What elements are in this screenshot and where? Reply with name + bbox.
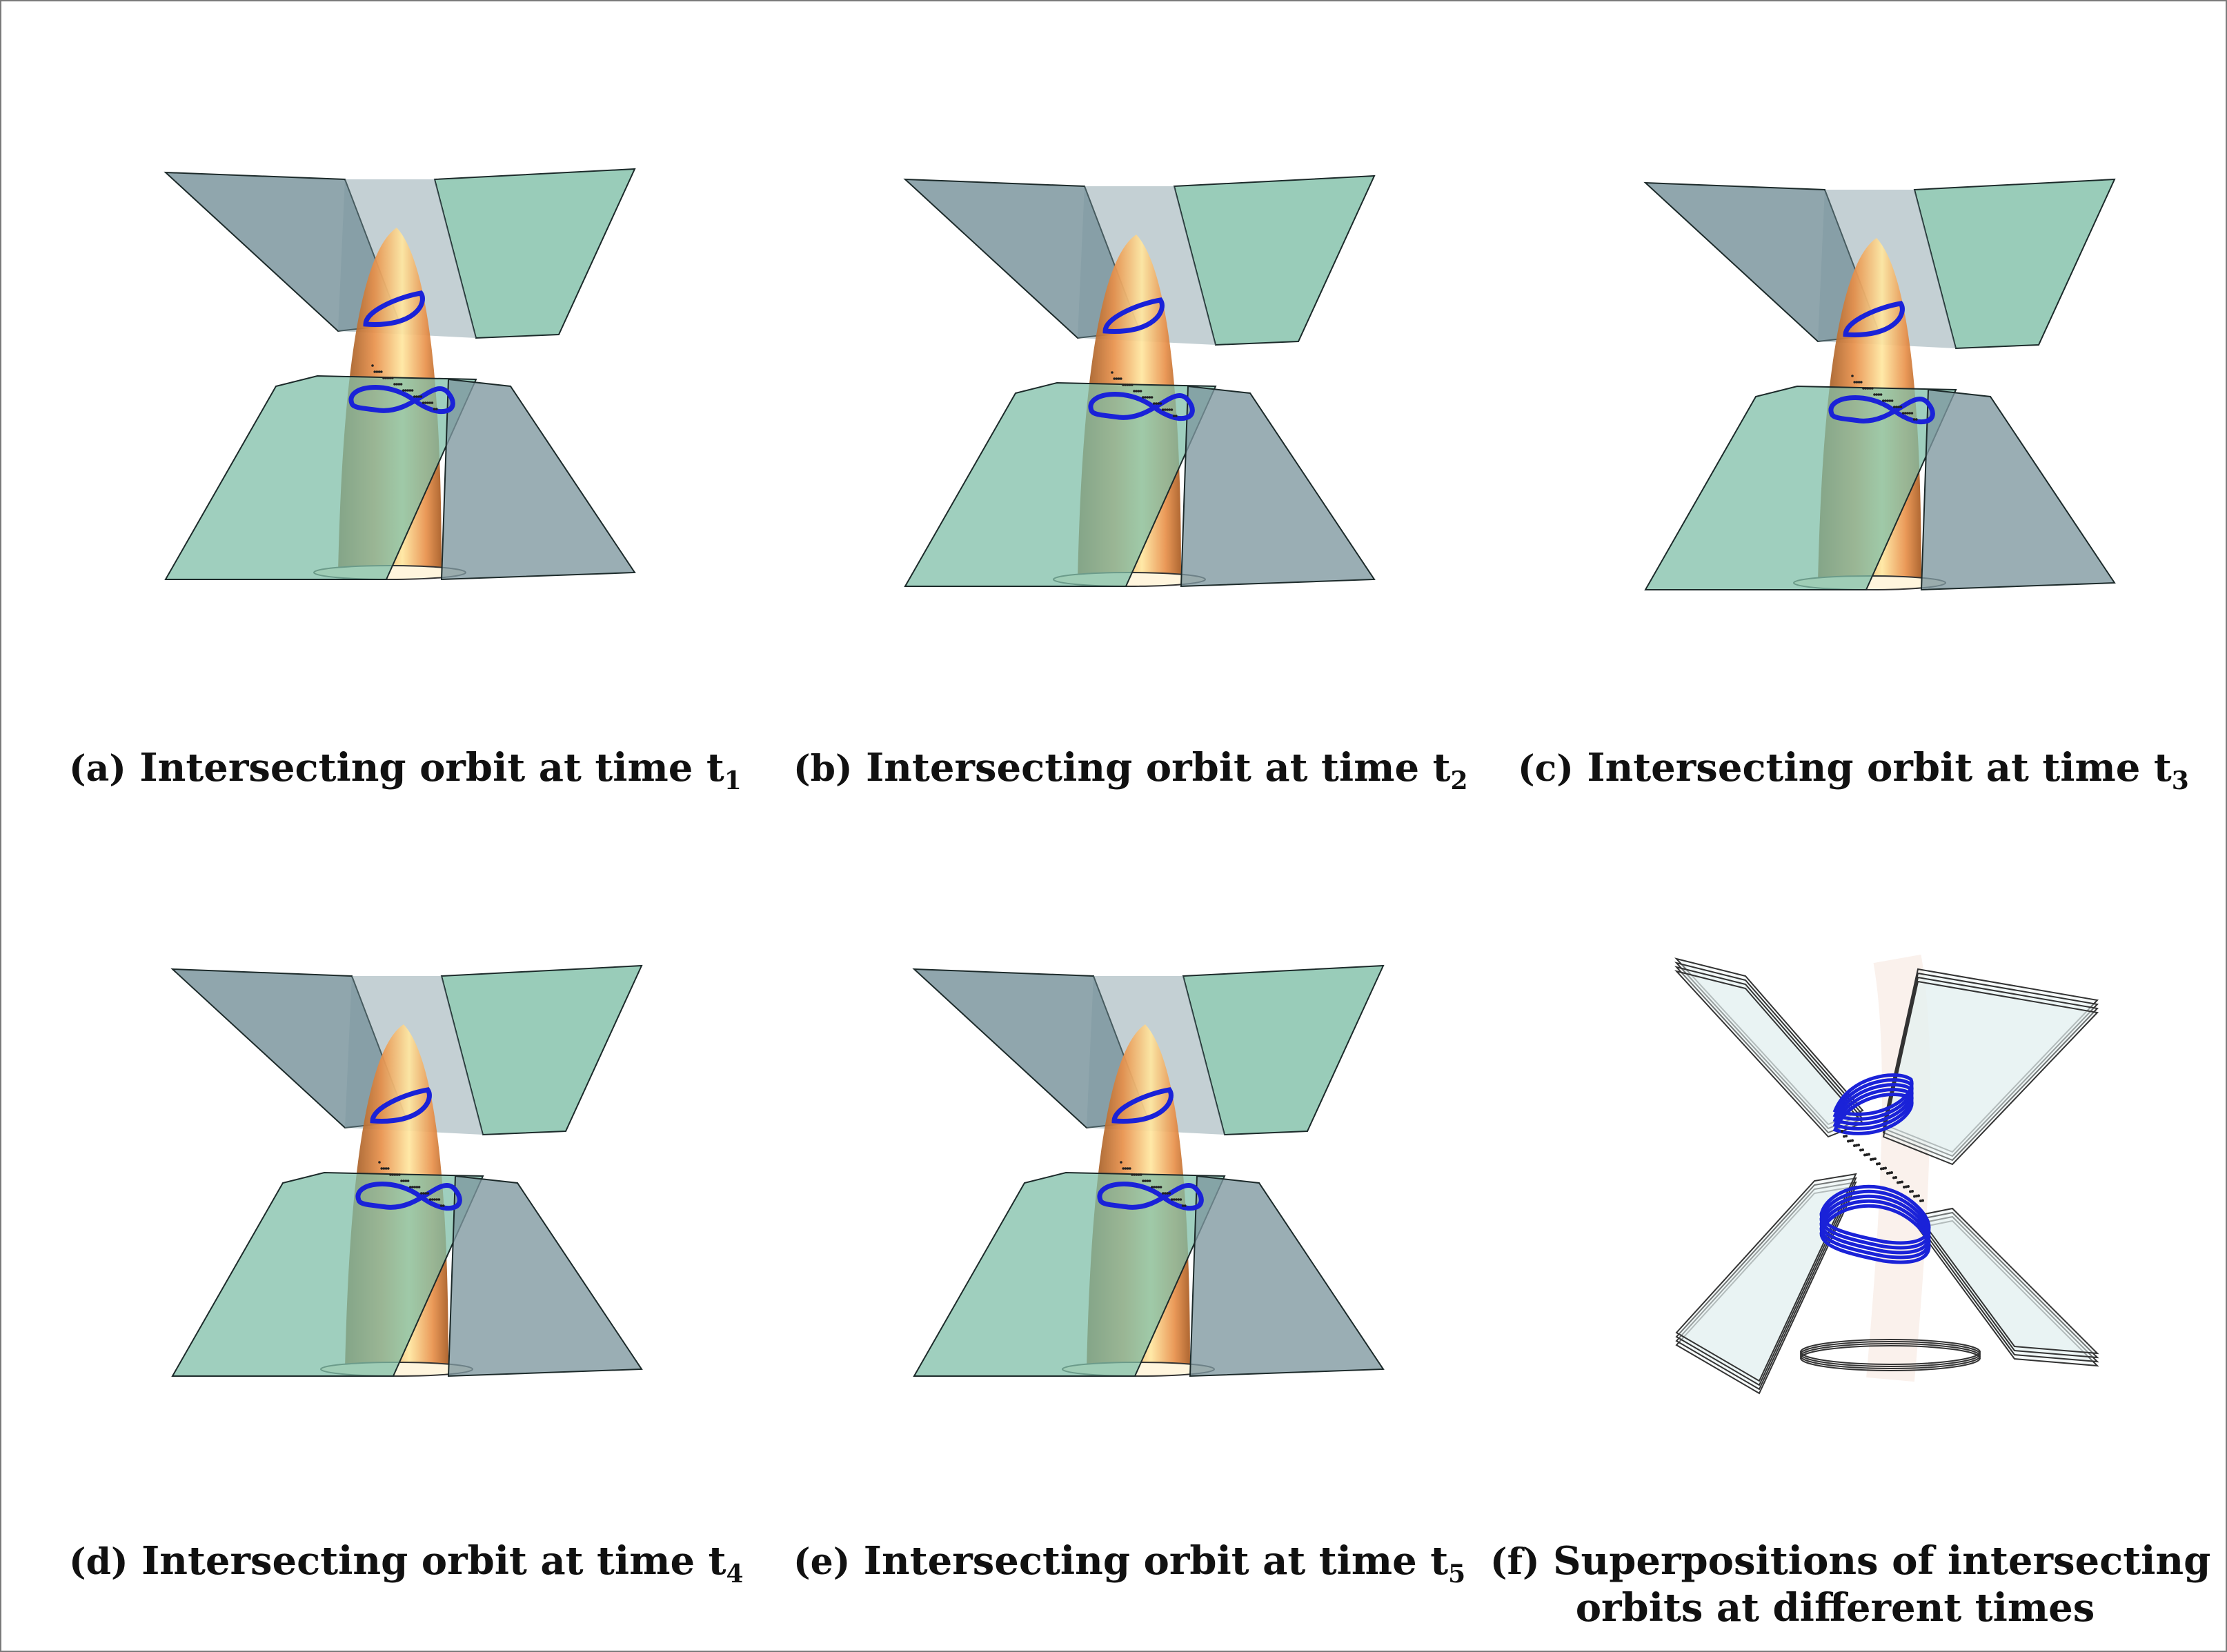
- lower-left-sheet: [913, 1171, 1226, 1377]
- lower-orbit: [1097, 1182, 1204, 1211]
- upper-right-sheet: [1173, 175, 1376, 346]
- lower-orbit: [1828, 395, 1935, 425]
- panel-d: [145, 935, 669, 1417]
- upper-right-sheet: [1913, 178, 2116, 350]
- caption-c-subscript: 3: [2171, 766, 2189, 795]
- chaotic-points: [1111, 371, 1178, 417]
- ghost-sheet-upper-left: [1674, 957, 1864, 1126]
- panel-a: [138, 138, 662, 621]
- caption-a-label: (a): [69, 748, 126, 790]
- ghost-sheet-upper-right: [1882, 968, 2099, 1153]
- chaotic-points: [378, 1161, 445, 1207]
- caption-a-text: Intersecting orbit at time t: [139, 745, 724, 790]
- chaotic-points: [1851, 375, 1918, 421]
- caption-d-text: Intersecting orbit at time t: [141, 1538, 726, 1584]
- caption-a-subscript: 1: [724, 766, 742, 795]
- ghost-cone-base: [1800, 1339, 1981, 1365]
- chaotic-points: [1120, 1161, 1187, 1207]
- caption-b-text: Intersecting orbit at time t: [866, 745, 1451, 790]
- panel-f-plot: [1674, 954, 2099, 1395]
- lower-orbit: [348, 385, 455, 415]
- panel-e-plot: [912, 964, 1385, 1377]
- ghost-sheet-lower-left: [1675, 1181, 1857, 1391]
- upper-orbit: [370, 1087, 432, 1124]
- ghost-sheet-lower-right: [1917, 1220, 2099, 1367]
- caption-d-label: (d): [69, 1541, 128, 1583]
- chaotic-points: [1841, 1130, 1924, 1202]
- panel-d-plot: [170, 964, 643, 1377]
- ghost-cone-base: [1800, 1345, 1981, 1371]
- panel-c: [1618, 148, 2142, 631]
- ghost-sheet-lower-right: [1917, 1215, 2099, 1363]
- caption-b-label: (b): [793, 748, 853, 790]
- caption-f: (f) Superpositions of intersecting orbit…: [1490, 1538, 2210, 1631]
- ghost-sheet-lower-left: [1675, 1177, 1857, 1386]
- ghost-cone: [1866, 954, 1930, 1382]
- ghost-cone-base: [1800, 1341, 1981, 1367]
- caption-c: (c) Intersecting orbit at time t3: [1518, 745, 2189, 804]
- panel-c-plot: [1643, 178, 2116, 591]
- lower-right-sheet: [1920, 388, 2116, 591]
- lower-orbit: [1088, 392, 1195, 421]
- lower-right-sheet: [1189, 1175, 1385, 1377]
- lower-left-sheet: [171, 1171, 484, 1377]
- panel-e: [887, 935, 1411, 1417]
- upper-orbit: [1111, 1087, 1174, 1124]
- ghost-sheet-lower-right: [1917, 1211, 2099, 1359]
- upper-right-sheet: [1182, 964, 1385, 1136]
- ghost-cone-base: [1800, 1343, 1981, 1369]
- superposed-orbits: [1819, 1073, 1931, 1264]
- caption-f-text-1: Superpositions of intersecting: [1553, 1538, 2211, 1584]
- lower-right-sheet: [1180, 385, 1376, 588]
- lower-left-sheet: [164, 375, 477, 580]
- lower-right-sheet: [447, 1175, 643, 1377]
- upper-right-sheet: [440, 964, 643, 1136]
- caption-e-text: Intersecting orbit at time t: [863, 1538, 1449, 1584]
- caption-f-text-2: orbits at different times: [1575, 1585, 2095, 1631]
- caption-e: (e) Intersecting orbit at time t5: [793, 1538, 1465, 1597]
- chaotic-points: [371, 364, 438, 410]
- ghost-sheet-lower-left: [1675, 1173, 1857, 1382]
- upper-right-sheet: [433, 168, 636, 339]
- caption-c-label: (c): [1518, 748, 1574, 790]
- upper-orbit: [363, 290, 425, 327]
- panel-b: [878, 145, 1402, 628]
- lower-right-sheet: [440, 378, 636, 581]
- panel-a-plot: [164, 168, 636, 581]
- lower-left-sheet: [1644, 385, 1957, 590]
- upper-orbit: [1843, 301, 1905, 337]
- lower-left-sheet: [904, 381, 1217, 587]
- caption-f-label: (f): [1490, 1541, 1540, 1583]
- panel-f: [1656, 938, 2139, 1421]
- caption-f-line1: (f) Superpositions of intersecting: [1490, 1538, 2210, 1585]
- caption-d: (d) Intersecting orbit at time t4: [69, 1538, 744, 1597]
- caption-b-subscript: 2: [1450, 766, 1468, 795]
- caption-a: (a) Intersecting orbit at time t1: [69, 745, 742, 804]
- ghost-sheet-lower-right: [1917, 1207, 2099, 1355]
- caption-c-text: Intersecting orbit at time t: [1587, 745, 2172, 790]
- lower-orbit: [355, 1182, 462, 1211]
- caption-b: (b) Intersecting orbit at time t2: [793, 745, 1468, 804]
- caption-e-label: (e): [793, 1541, 851, 1583]
- panel-b-plot: [903, 175, 1376, 588]
- ghost-sheet-upper-right: [1882, 980, 2099, 1166]
- caption-d-subscript: 4: [726, 1560, 744, 1589]
- caption-e-subscript: 5: [1448, 1560, 1466, 1589]
- upper-orbit: [1102, 297, 1165, 334]
